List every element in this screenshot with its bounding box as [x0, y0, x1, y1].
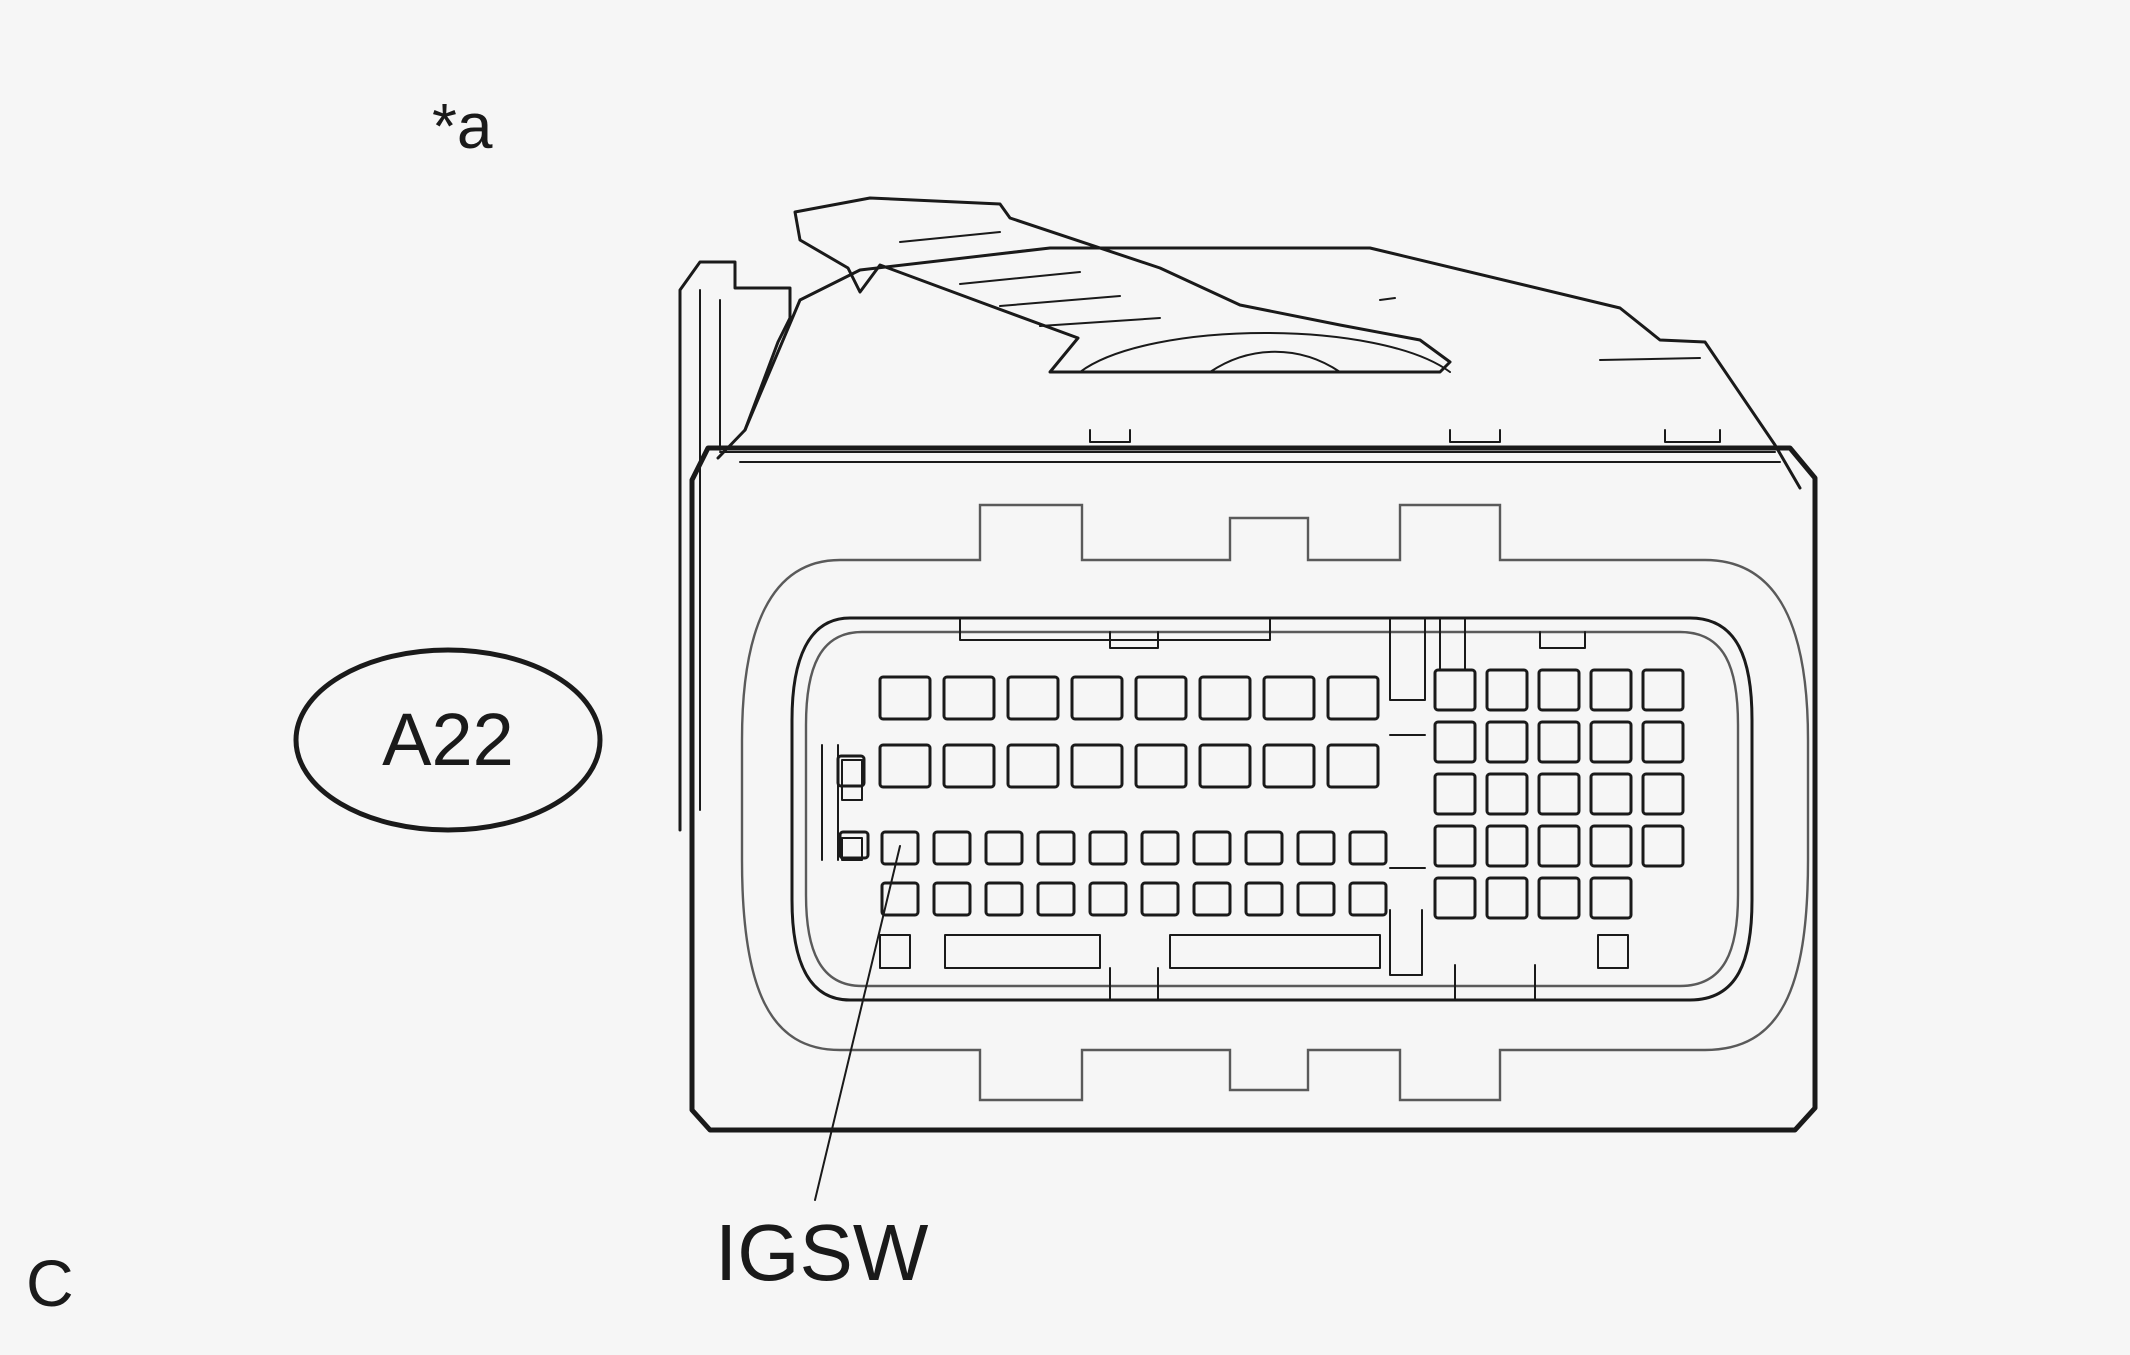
terminal-cavity [1537, 720, 1581, 764]
terminal-cavity [1006, 743, 1060, 789]
terminal-cavity [1433, 668, 1477, 712]
connector-id-ellipse [293, 647, 603, 833]
locking-lever [793, 196, 1452, 374]
terminal-cavity [932, 881, 972, 917]
terminal-area-details [821, 617, 1586, 1001]
terminal-cavity [1070, 675, 1124, 721]
terminal-cavity [1641, 720, 1685, 764]
terminal-cavity [1589, 824, 1633, 868]
terminal-cavity [1326, 675, 1380, 721]
terminal-cavity [984, 881, 1024, 917]
terminal-cavities [836, 668, 1685, 920]
terminal-cavity [1433, 720, 1477, 764]
housing-inner-rim [740, 503, 1810, 1102]
terminal-cavity [1088, 881, 1128, 917]
terminal-cavity [1537, 772, 1581, 816]
terminal-cavity [1192, 830, 1232, 866]
housing-top-outline [678, 260, 792, 832]
terminal-cavity [1262, 675, 1316, 721]
terminal-cavity [1088, 830, 1128, 866]
terminal-cavity [1433, 824, 1477, 868]
terminal-cavity [1134, 743, 1188, 789]
lever-ribs [899, 231, 1161, 327]
terminal-cavity [838, 830, 870, 860]
terminal-cavity [880, 881, 920, 917]
connector-id-label: A22 [382, 698, 514, 781]
terminal-cavity [1537, 876, 1581, 920]
terminal-cavity [878, 675, 932, 721]
terminal-cavity [1140, 881, 1180, 917]
lever-hump [1079, 332, 1451, 373]
terminal-cavity [1192, 881, 1232, 917]
terminal-cavity [1537, 668, 1581, 712]
terminal-cavity [1348, 881, 1388, 917]
terminal-cavity [1485, 720, 1529, 764]
terminal-cavity [942, 675, 996, 721]
terminal-cavity [1485, 824, 1529, 868]
terminal-area-outline [790, 616, 1754, 1002]
terminal-cavity [880, 830, 920, 866]
terminal-cavity [1070, 743, 1124, 789]
terminal-cavity [1036, 881, 1076, 917]
terminal-cavity [1485, 876, 1529, 920]
terminal-cavity [1348, 830, 1388, 866]
terminal-cavity [1244, 881, 1284, 917]
housing-roof-inner [719, 451, 1781, 463]
terminal-cavity [1296, 830, 1336, 866]
terminal-cavity [1036, 830, 1076, 866]
terminal-cavity [942, 743, 996, 789]
connector-id-callout: A22 [293, 647, 603, 833]
terminal-cavity [1198, 675, 1252, 721]
terminal-cavity [1198, 743, 1252, 789]
terminal-cavity [1134, 675, 1188, 721]
terminal-cavity [1589, 772, 1633, 816]
terminal-cavity [1296, 881, 1336, 917]
terminal-cavity [1140, 830, 1180, 866]
terminal-cavity [932, 830, 972, 866]
terminal-cavity [1262, 743, 1316, 789]
housing-side-edge [699, 289, 721, 811]
view-marker-label: *a [432, 90, 493, 162]
terminal-cavity [836, 754, 866, 788]
connector-housing [678, 196, 1818, 1133]
terminal-cavity [984, 830, 1024, 866]
terminal-cavity [1433, 772, 1477, 816]
terminal-leader-line [814, 845, 901, 1201]
terminal-cavity [1326, 743, 1380, 789]
housing-roof [743, 246, 1802, 490]
terminal-cavity [1641, 824, 1685, 868]
terminal-cavity [1589, 720, 1633, 764]
figure-code-label: C [26, 1246, 74, 1320]
terminal-bottom-slots [841, 759, 1629, 1001]
housing-notches [1089, 297, 1721, 443]
terminal-cavity [1433, 876, 1477, 920]
terminal-cavity [1244, 830, 1284, 866]
terminal-area-inner [804, 630, 1740, 988]
terminal-cavity [1641, 668, 1685, 712]
terminal-cavity [878, 743, 932, 789]
terminal-cavity [1589, 876, 1633, 920]
terminal-cavity [1537, 824, 1581, 868]
terminal-label: IGSW [715, 1208, 929, 1297]
terminal-cavity [1485, 668, 1529, 712]
terminal-cavity [1485, 772, 1529, 816]
terminal-cavity [1589, 668, 1633, 712]
terminal-cavity [1641, 772, 1685, 816]
terminal-cavity [1006, 675, 1060, 721]
housing-front-face [689, 445, 1818, 1133]
